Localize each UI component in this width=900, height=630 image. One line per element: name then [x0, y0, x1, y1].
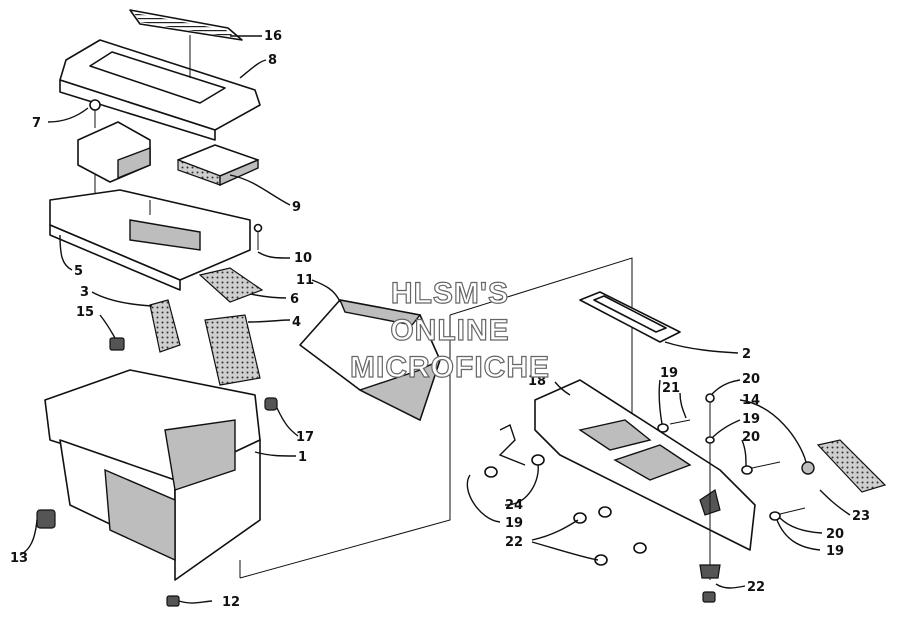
- callout-5: 5: [74, 264, 83, 279]
- watermark: HLSM'S ONLINE MICROFICHE: [349, 276, 550, 384]
- part-15-clip: [109, 337, 125, 351]
- callout-19-a: 19: [660, 366, 678, 381]
- callout-10: 10: [294, 251, 312, 266]
- callout-labels: 16 8 7 9 5 10 6 11 3 4 15 17 1 13 12 2 1…: [10, 29, 870, 610]
- callout-19-c: 19: [505, 516, 523, 531]
- callout-22-a: 22: [505, 535, 523, 550]
- part-16-filter-grille: [129, 9, 243, 41]
- part-17-grommet: [264, 397, 278, 411]
- part-23-filter-pad: [816, 439, 887, 493]
- callout-6: 6: [290, 292, 299, 307]
- watermark-line-3: MICROFICHE: [350, 351, 550, 384]
- callout-19-b: 19: [742, 412, 760, 427]
- watermark-line-1: HLSM'S: [391, 277, 509, 310]
- watermark-line-2: ONLINE: [390, 314, 509, 347]
- callout-15: 15: [76, 305, 94, 320]
- callout-11: 11: [296, 273, 314, 288]
- callout-18: 18: [528, 374, 546, 389]
- callout-4: 4: [292, 315, 301, 330]
- part-9-foam-filter: [177, 144, 259, 187]
- callout-7: 7: [32, 116, 41, 131]
- callout-20-c: 20: [826, 527, 844, 542]
- leader-lines: [19, 35, 851, 604]
- part-1-airbox: [44, 369, 261, 581]
- part-6-foam-strip: [198, 267, 264, 303]
- part-2-gasket-frame: [579, 291, 681, 343]
- part-3-gasket: [149, 299, 181, 353]
- callout-23: 23: [852, 509, 870, 524]
- callout-2: 2: [742, 347, 751, 362]
- callout-3: 3: [80, 285, 89, 300]
- part-18-silencer-base: [534, 379, 756, 551]
- part-7-screw-and-housing: [77, 99, 151, 210]
- callout-24: 24: [505, 498, 523, 513]
- part-11-intake-duct: [299, 299, 442, 421]
- callout-22-b: 22: [747, 580, 765, 595]
- callout-1: 1: [298, 450, 307, 465]
- part-4-gasket: [204, 314, 261, 386]
- part-8-top-cover: [59, 35, 261, 141]
- part-13-fitting: [36, 509, 56, 529]
- part-12-nut: [166, 595, 180, 607]
- callout-12: 12: [222, 595, 240, 610]
- callout-13: 13: [10, 551, 28, 566]
- part-10-screw: [253, 223, 263, 250]
- part-5-base-plate: [49, 189, 251, 291]
- callout-8: 8: [268, 53, 277, 68]
- callout-20-a: 20: [742, 372, 760, 387]
- callout-16: 16: [264, 29, 282, 44]
- callout-19-d: 19: [826, 544, 844, 559]
- callout-17: 17: [296, 430, 314, 445]
- callout-20-b: 20: [742, 430, 760, 445]
- callout-21: 21: [662, 381, 680, 396]
- part-24-clamp: [498, 424, 526, 466]
- callout-14: 14: [742, 393, 760, 408]
- callout-9: 9: [292, 200, 301, 215]
